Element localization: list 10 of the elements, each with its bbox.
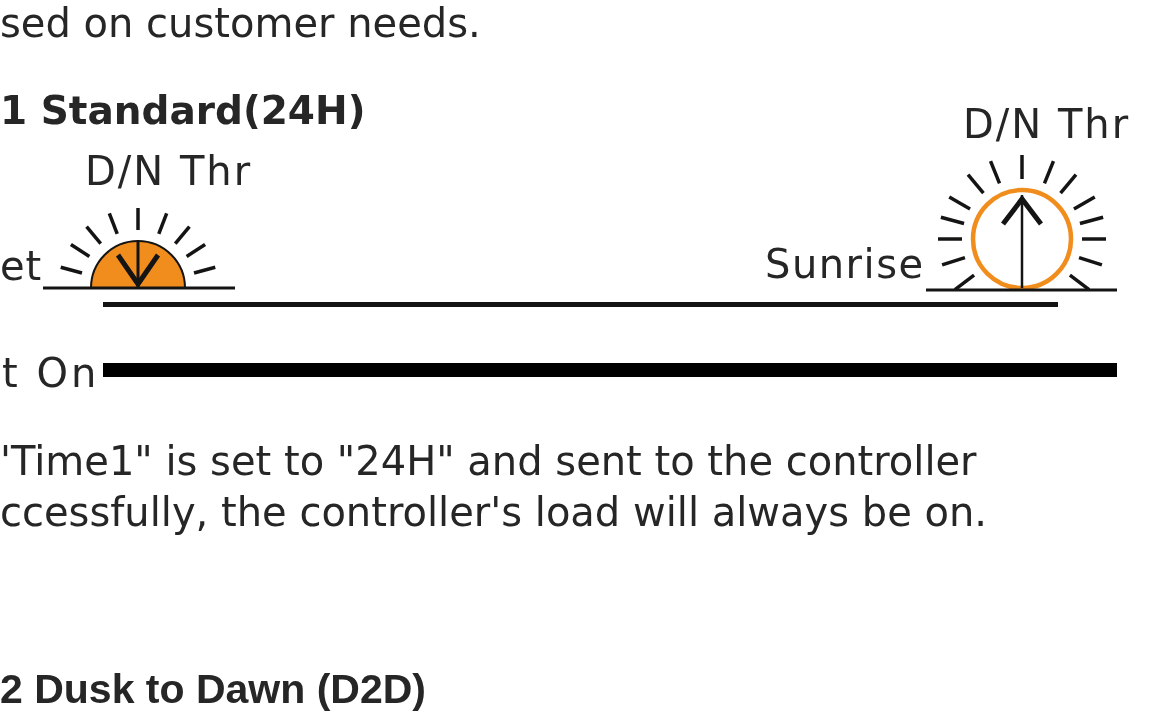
section-heading: 1 Standard(24H) xyxy=(0,89,366,134)
sunset-label: et xyxy=(0,243,43,289)
body-text: 'Time1" is set to "24H" and sent to the controller ccessfully, the controller's load will always be on. xyxy=(0,437,989,537)
sunrise-label: Sunrise xyxy=(765,241,925,287)
load-on-label: t On xyxy=(2,350,100,396)
threshold-label: D/N Thr xyxy=(85,148,253,194)
section-heading: 2 Dusk to Dawn (D2D) xyxy=(0,666,426,714)
body-text: sed on customer needs. xyxy=(0,0,481,46)
threshold-label: D/N Thr xyxy=(963,101,1131,147)
load-on-bar xyxy=(103,363,1117,377)
